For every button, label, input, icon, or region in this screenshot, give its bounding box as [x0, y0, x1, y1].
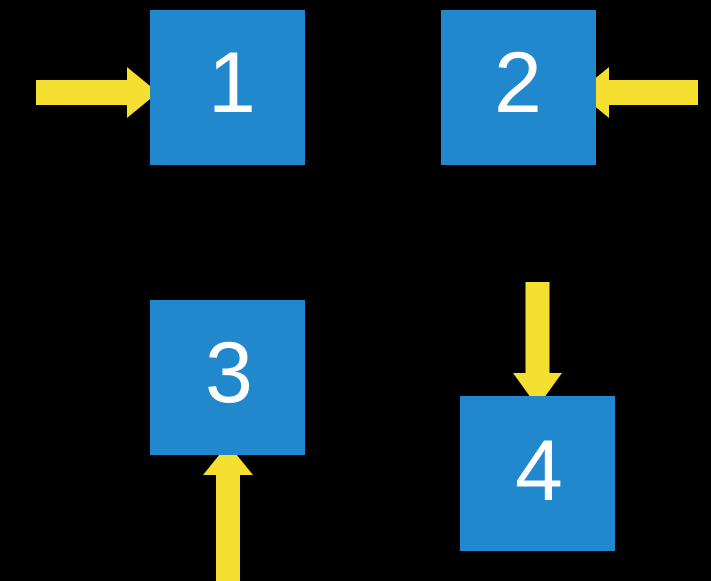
node-1-box[interactable]: [150, 10, 305, 165]
node-2-box[interactable]: [441, 10, 596, 165]
arrow-into-node-2-icon: [578, 67, 698, 118]
arrow-into-node-2-shape: [578, 67, 698, 118]
arrow-into-node-4-shape: [513, 282, 562, 407]
node-4-box[interactable]: [460, 396, 615, 551]
node-2-label: 2: [494, 35, 542, 131]
arrow-into-node-3-shape: [203, 444, 253, 581]
arrow-into-node-1-icon: [36, 67, 158, 118]
arrow-into-node-4-icon: [513, 282, 562, 407]
node-3-label: 3: [205, 325, 253, 421]
arrow-into-node-3-icon: [203, 444, 253, 581]
node-4-label: 4: [515, 423, 563, 519]
arrow-into-node-1-shape: [36, 67, 158, 118]
node-1-label: 1: [208, 35, 256, 131]
node-3-box[interactable]: [150, 300, 305, 455]
